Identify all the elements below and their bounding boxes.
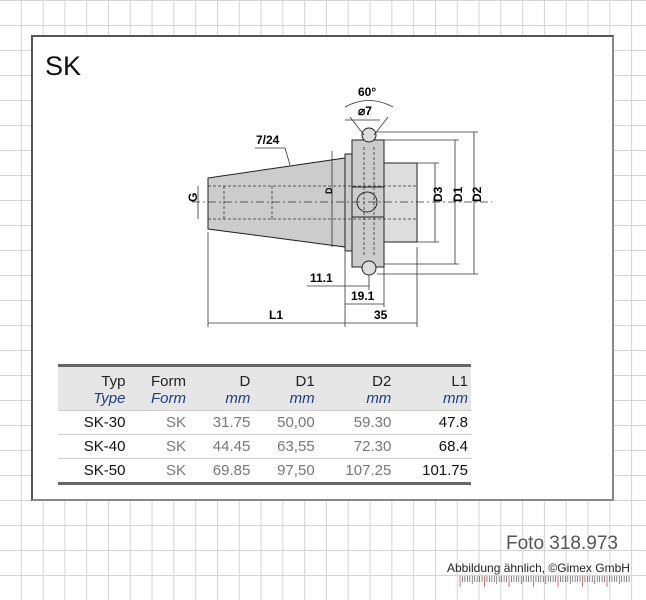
product-card: SK 60° ⌀7 7/24 G D D3 D1 D2 11.1 19.1 L1… <box>31 35 614 501</box>
hub <box>383 162 418 243</box>
dim-19-1: 19.1 <box>351 289 375 303</box>
l1-label: L1 <box>269 308 283 322</box>
ball-bottom <box>361 260 377 276</box>
taper-label: 7/24 <box>256 133 280 147</box>
d1-label: D1 <box>451 186 465 202</box>
scale-ruler <box>459 576 630 587</box>
copyright-note: Abbildung ähnlich, ©Gimex GmbH <box>447 561 630 575</box>
photo-number: Foto 318.973 <box>506 533 618 554</box>
ball-top <box>361 127 377 143</box>
angle-label: 60° <box>358 85 376 99</box>
d3-label: D3 <box>431 186 445 202</box>
page-title: SK <box>45 51 82 81</box>
dim-11-1: 11.1 <box>310 271 333 285</box>
g-label: G <box>186 193 200 202</box>
d-label: D <box>324 187 334 194</box>
taper <box>207 157 346 248</box>
dim-35: 35 <box>374 308 388 322</box>
hole-label: ⌀7 <box>358 104 372 118</box>
technical-drawing: 60° ⌀7 7/24 G D D3 D1 D2 11.1 19.1 L1 35 <box>186 85 492 327</box>
d2-label: D2 <box>470 186 484 202</box>
